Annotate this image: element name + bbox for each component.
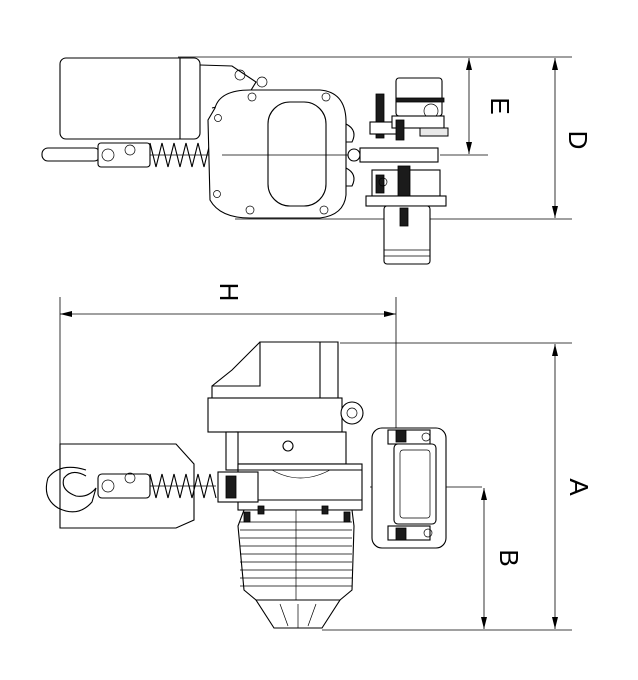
cooling-fins xyxy=(237,505,355,601)
motor-cover xyxy=(211,341,339,399)
side-view: H xyxy=(45,283,594,631)
lifting-eye xyxy=(340,401,364,425)
side-spring-coil xyxy=(149,473,217,499)
dimension-label-h: H xyxy=(214,283,244,302)
dimension-label-a: A xyxy=(564,478,594,496)
motor-housing xyxy=(59,57,201,140)
hook-swivel xyxy=(97,142,151,168)
motor-band xyxy=(207,397,343,433)
top-view: E D xyxy=(41,56,593,265)
trolley-motor-lower xyxy=(383,205,431,265)
spring-coil xyxy=(149,142,217,168)
dimension-label-b: B xyxy=(494,549,524,566)
dimension-label-d: D xyxy=(563,131,593,150)
gearbox-cover-window xyxy=(267,101,327,207)
trolley-window xyxy=(393,443,437,525)
trolley-motor-upper xyxy=(395,77,443,117)
drum-housing xyxy=(237,463,363,511)
trolley-shaft xyxy=(359,147,439,163)
hook xyxy=(45,466,97,513)
dimension-label-e: E xyxy=(485,97,515,114)
hook-shank xyxy=(41,147,101,162)
